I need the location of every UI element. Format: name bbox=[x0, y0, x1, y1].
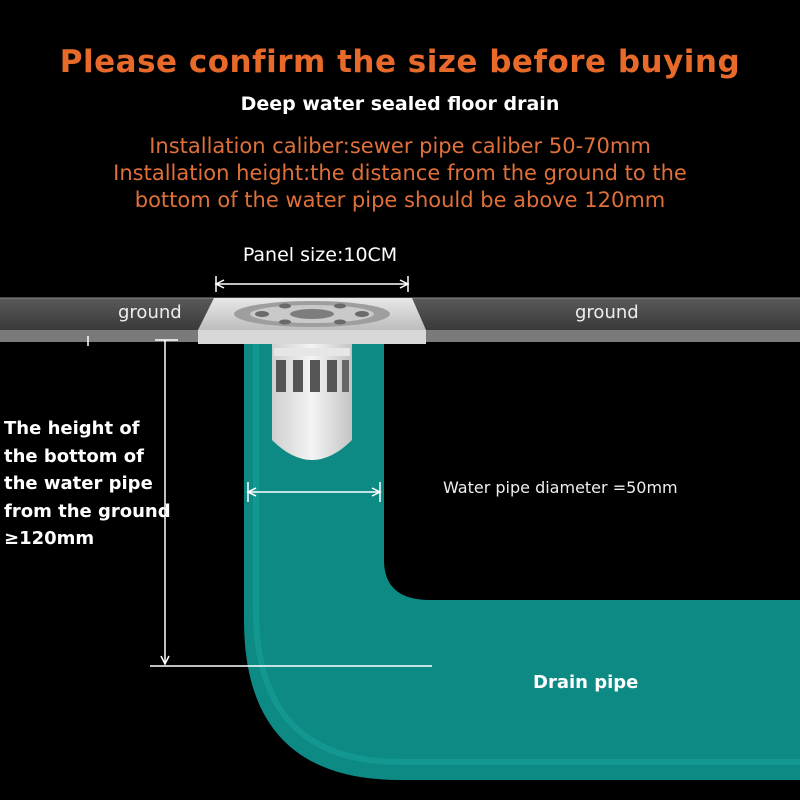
height-note-line: ≥120mm bbox=[4, 528, 95, 549]
panel-size-label: Panel size:10CM bbox=[242, 244, 398, 266]
height-note-line: The height of bbox=[4, 418, 140, 439]
ground-label-left: ground bbox=[118, 302, 182, 323]
drain-pipe bbox=[244, 342, 800, 780]
height-note-line: from the ground bbox=[4, 500, 171, 522]
spec-height-line2: bottom of the water pipe should be above… bbox=[134, 188, 666, 212]
ground-label-right: ground bbox=[575, 302, 639, 323]
drain-panel bbox=[198, 298, 426, 344]
diameter-dimension-line bbox=[246, 482, 382, 502]
subheadline: Deep water sealed floor drain bbox=[240, 93, 560, 115]
diameter-label: Water pipe diameter =50mm bbox=[443, 478, 678, 497]
drain-pipe-label: Drain pipe bbox=[533, 672, 639, 693]
height-note-line: the bottom of bbox=[4, 445, 144, 467]
spec-height-line1: Installation height:the distance from th… bbox=[113, 161, 687, 185]
panel-dimension-line bbox=[214, 276, 410, 292]
drain-core bbox=[272, 342, 352, 460]
height-dimension-line bbox=[87, 336, 432, 667]
height-note-line: the water pipe bbox=[4, 473, 153, 494]
height-note: The height of the bottom of the water pi… bbox=[4, 415, 171, 553]
pipe-highlight bbox=[253, 342, 800, 765]
spec-caliber: Installation caliber:sewer pipe caliber … bbox=[149, 134, 651, 158]
headline: Please confirm the size before buying bbox=[59, 44, 741, 80]
